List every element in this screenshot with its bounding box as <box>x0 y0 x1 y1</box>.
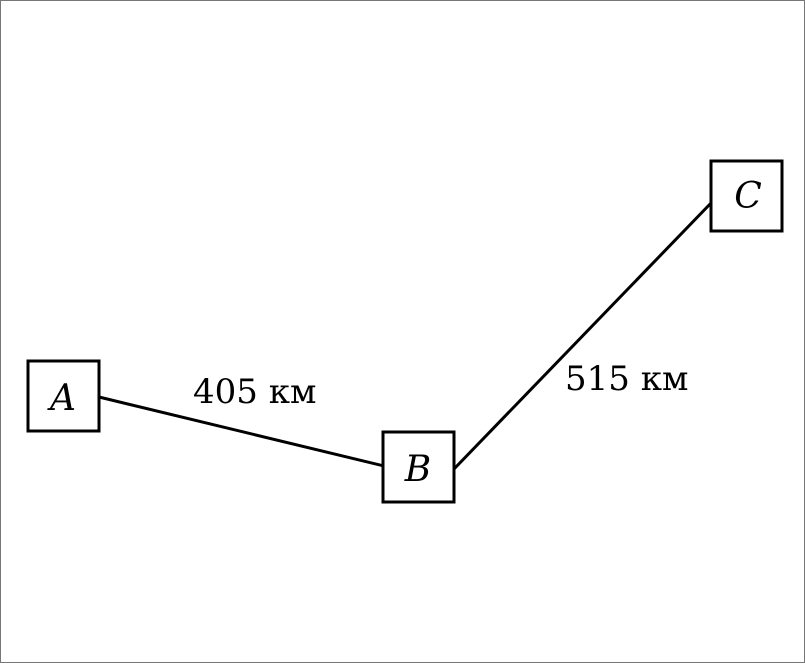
node-a: A <box>26 359 101 433</box>
edge-a-b <box>98 395 385 468</box>
edge-b-c <box>452 200 714 471</box>
node-b-label: B <box>404 449 431 490</box>
edge-b-c-label: 515 км <box>565 359 688 399</box>
node-c-label: C <box>734 176 762 217</box>
node-c-box <box>709 159 784 233</box>
node-b: B <box>381 430 456 504</box>
edge-a-b-label: 405 км <box>193 372 316 412</box>
node-c: C <box>709 159 784 233</box>
node-a-box <box>26 359 101 433</box>
node-b-box <box>381 430 456 504</box>
node-a-label: A <box>47 378 76 419</box>
